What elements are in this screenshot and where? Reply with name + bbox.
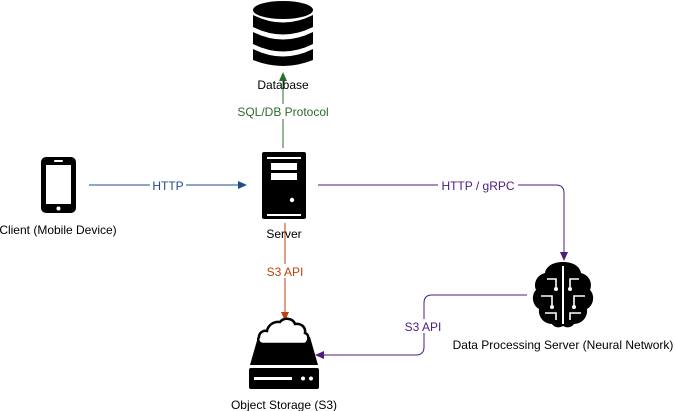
- edge-server-storage: S3 API: [262, 223, 308, 321]
- brain-circuit-icon: [532, 262, 594, 328]
- smartphone-icon: [41, 157, 76, 213]
- edge-label-s3-api-processing: S3 API: [405, 320, 442, 334]
- node-database: Database: [253, 1, 313, 92]
- edge-server-database: SQL/DB Protocol: [234, 72, 332, 148]
- edge-processing-storage: S3 API: [315, 294, 527, 359]
- server-tower-icon: [262, 152, 306, 219]
- edge-label-http-grpc: HTTP / gRPC: [441, 179, 514, 193]
- node-label-client: Client (Mobile Device): [0, 223, 117, 237]
- node-label-object-storage: Object Storage (S3): [231, 398, 337, 411]
- edge-label-s3-api-server: S3 API: [267, 265, 304, 279]
- edge-client-server: HTTP: [89, 178, 247, 193]
- node-label-data-processing: Data Processing Server (Neural Network): [453, 338, 674, 352]
- database-icon: [253, 1, 313, 66]
- edge-server-processing: HTTP / gRPC: [318, 178, 568, 261]
- node-data-processing: Data Processing Server (Neural Network): [453, 262, 674, 352]
- edge-label-sql: SQL/DB Protocol: [237, 105, 328, 119]
- node-client: Client (Mobile Device): [0, 157, 117, 237]
- edge-label-http: HTTP: [152, 179, 183, 193]
- node-label-server: Server: [266, 227, 301, 241]
- cloud-storage-drive-icon: [249, 317, 319, 389]
- node-label-database: Database: [257, 78, 309, 92]
- node-server: Server: [262, 152, 306, 241]
- node-object-storage: Object Storage (S3): [231, 317, 337, 411]
